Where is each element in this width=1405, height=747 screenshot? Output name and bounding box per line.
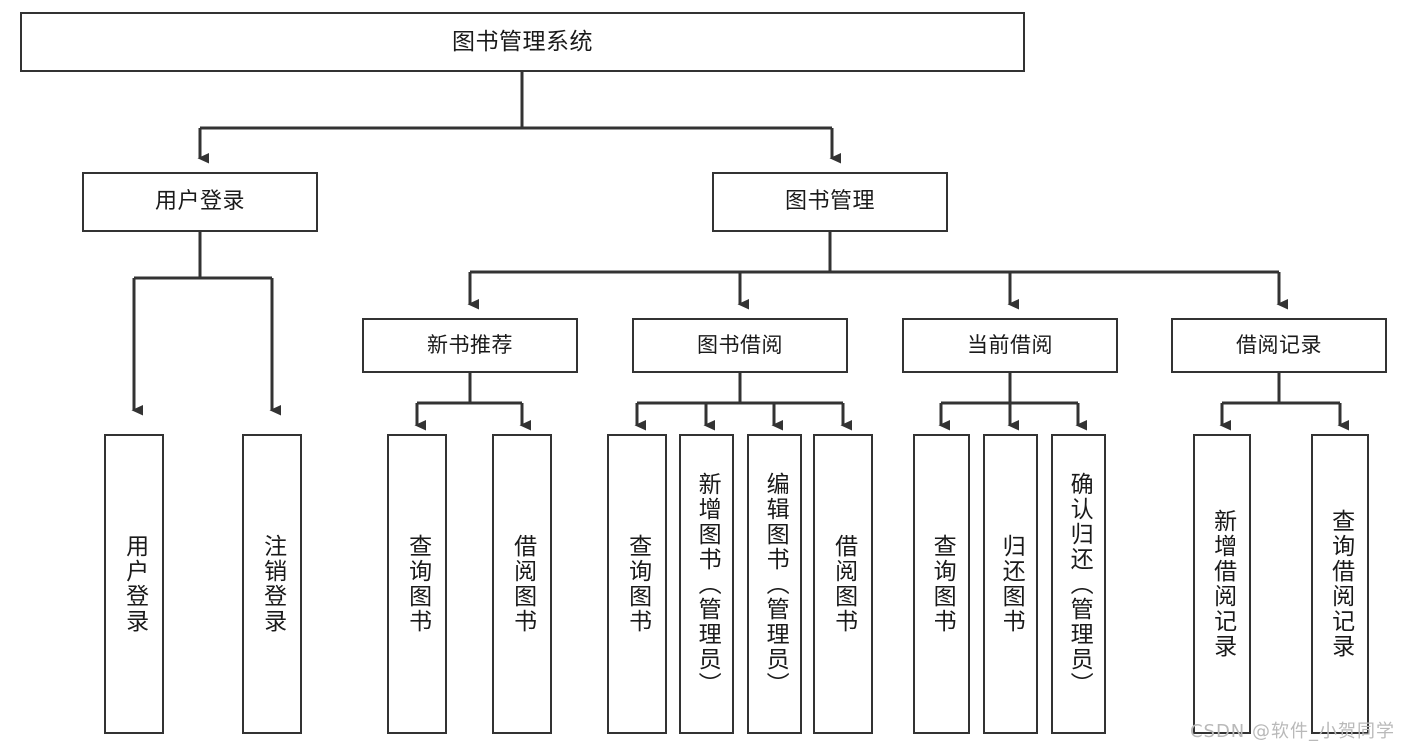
- node-leaf-confirm-return[interactable]: 确认归还（管理员）: [1051, 434, 1106, 734]
- node-leaf-return-book[interactable]: 归还图书: [983, 434, 1038, 734]
- node-leaf-logout-login[interactable]: 注销登录: [242, 434, 302, 734]
- node-leaf-query-record-label: 查询借阅记录: [1327, 509, 1354, 659]
- node-leaf-query-book-1[interactable]: 查询图书: [387, 434, 447, 734]
- node-leaf-borrow-book-1[interactable]: 借阅图书: [492, 434, 552, 734]
- node-root-label: 图书管理系统: [452, 28, 593, 55]
- node-borrow-record[interactable]: 借阅记录: [1171, 318, 1387, 373]
- node-leaf-query-book-3[interactable]: 查询图书: [913, 434, 970, 734]
- node-new-book-recommend-label: 新书推荐: [427, 333, 513, 358]
- node-leaf-user-login-label: 用户登录: [121, 534, 148, 634]
- node-leaf-edit-book[interactable]: 编辑图书（管理员）: [747, 434, 802, 734]
- node-leaf-query-book-2[interactable]: 查询图书: [607, 434, 667, 734]
- node-leaf-query-book-3-label: 查询图书: [929, 534, 956, 634]
- node-book-borrow-label: 图书借阅: [697, 333, 783, 358]
- node-leaf-query-record[interactable]: 查询借阅记录: [1311, 434, 1369, 734]
- csdn-watermark: CSDN @软件_小贺同学: [1189, 721, 1395, 742]
- node-leaf-add-book-label: 新增图书（管理员）: [694, 471, 721, 697]
- node-borrow-record-label: 借阅记录: [1236, 333, 1322, 358]
- node-leaf-borrow-book-2[interactable]: 借阅图书: [813, 434, 873, 734]
- node-new-book-recommend[interactable]: 新书推荐: [362, 318, 578, 373]
- node-leaf-borrow-book-2-label: 借阅图书: [830, 534, 857, 634]
- node-user-login-label: 用户登录: [154, 189, 245, 215]
- node-book-management[interactable]: 图书管理: [712, 172, 948, 232]
- node-leaf-confirm-return-label: 确认归还（管理员）: [1066, 471, 1093, 697]
- node-leaf-add-record-label: 新增借阅记录: [1209, 509, 1236, 659]
- node-leaf-logout-login-label: 注销登录: [259, 534, 286, 634]
- node-leaf-query-book-2-label: 查询图书: [624, 534, 651, 634]
- node-leaf-edit-book-label: 编辑图书（管理员）: [762, 471, 789, 697]
- node-book-management-label: 图书管理: [784, 189, 875, 215]
- node-leaf-add-record[interactable]: 新增借阅记录: [1193, 434, 1251, 734]
- node-user-login[interactable]: 用户登录: [82, 172, 318, 232]
- node-root-system[interactable]: 图书管理系统: [20, 12, 1025, 72]
- node-leaf-query-book-1-label: 查询图书: [404, 534, 431, 634]
- node-leaf-user-login[interactable]: 用户登录: [104, 434, 164, 734]
- node-current-borrow[interactable]: 当前借阅: [902, 318, 1118, 373]
- node-current-borrow-label: 当前借阅: [967, 333, 1053, 358]
- node-leaf-borrow-book-1-label: 借阅图书: [509, 534, 536, 634]
- node-leaf-add-book[interactable]: 新增图书（管理员）: [679, 434, 734, 734]
- node-leaf-return-book-label: 归还图书: [998, 534, 1025, 634]
- node-book-borrow[interactable]: 图书借阅: [632, 318, 848, 373]
